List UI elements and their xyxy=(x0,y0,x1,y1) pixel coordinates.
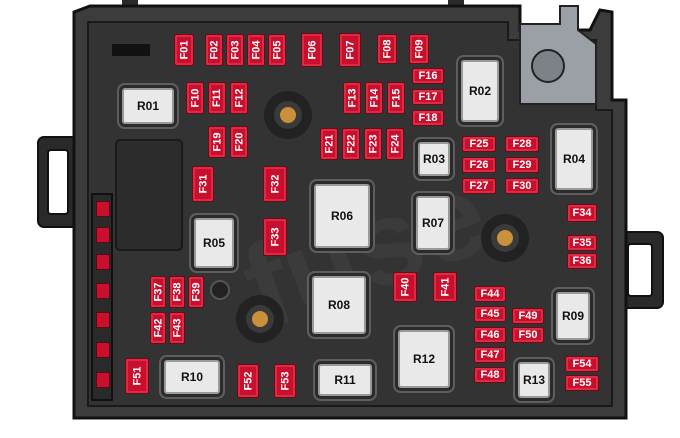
fuse-f31: F31 xyxy=(192,166,214,202)
relay-r12: R12 xyxy=(398,330,450,388)
relay-r03: R03 xyxy=(418,142,450,176)
fuse-f27: F27 xyxy=(462,178,496,194)
fuse-f07: F07 xyxy=(339,33,361,67)
fuse-f18: F18 xyxy=(412,110,444,126)
fuse-f24: F24 xyxy=(386,128,404,160)
fuse-f04: F04 xyxy=(247,34,265,66)
spare-fuse xyxy=(96,312,110,328)
fuse-f30: F30 xyxy=(505,178,539,194)
fuse-f08: F08 xyxy=(377,34,397,64)
fuse-f01: F01 xyxy=(174,34,194,66)
spare-fuse xyxy=(96,283,110,299)
fuse-f33: F33 xyxy=(263,218,287,256)
fuse-f54: F54 xyxy=(565,356,599,372)
fuse-f41: F41 xyxy=(433,272,457,302)
stud xyxy=(210,91,529,343)
fuse-f51: F51 xyxy=(125,358,149,394)
fuse-f19: F19 xyxy=(208,126,226,158)
fuse-f53: F53 xyxy=(274,364,296,398)
fuse-f38: F38 xyxy=(169,276,185,308)
relay-r10: R10 xyxy=(164,360,220,394)
fuse-f22: F22 xyxy=(342,128,360,160)
relay-r09: R09 xyxy=(556,292,590,340)
fuse-f36: F36 xyxy=(567,253,597,269)
fuse-f47: F47 xyxy=(474,347,506,363)
relay-r11: R11 xyxy=(318,364,372,396)
fuse-f15: F15 xyxy=(387,82,405,114)
fuse-f46: F46 xyxy=(474,327,506,343)
fuse-f49: F49 xyxy=(512,308,544,324)
fuse-f17: F17 xyxy=(412,89,444,105)
fuse-f09: F09 xyxy=(409,34,429,64)
fuse-f03: F03 xyxy=(226,34,244,66)
fuse-f21: F21 xyxy=(320,128,338,160)
spare-fuse xyxy=(96,254,110,270)
relay-r08: R08 xyxy=(312,276,366,334)
fuse-f44: F44 xyxy=(474,286,506,302)
spare-fuse xyxy=(96,372,110,388)
fuse-f28: F28 xyxy=(505,136,539,152)
relay-r13: R13 xyxy=(518,362,550,398)
relay-r05: R05 xyxy=(194,218,234,268)
fuse-f12: F12 xyxy=(230,82,248,114)
fuse-f42: F42 xyxy=(150,312,166,344)
spare-fuse xyxy=(96,227,110,243)
fuse-f25: F25 xyxy=(462,136,496,152)
fuse-f14: F14 xyxy=(365,82,383,114)
fuse-f16: F16 xyxy=(412,68,444,84)
fuse-f37: F37 xyxy=(150,276,166,308)
relay-r04: R04 xyxy=(555,128,593,190)
fuse-f23: F23 xyxy=(364,128,382,160)
fuse-f05: F05 xyxy=(268,34,286,66)
relay-r01: R01 xyxy=(122,88,174,124)
fuse-f45: F45 xyxy=(474,306,506,322)
fuse-f35: F35 xyxy=(567,235,597,251)
fuse-f34: F34 xyxy=(567,204,597,222)
fuse-f26: F26 xyxy=(462,157,496,173)
fuse-f02: F02 xyxy=(205,34,223,66)
relay-r02: R02 xyxy=(461,60,499,122)
fuse-f20: F20 xyxy=(230,126,248,158)
fuse-f52: F52 xyxy=(237,364,259,398)
spare-fuse xyxy=(96,201,110,217)
fuse-f40: F40 xyxy=(393,272,417,302)
fuse-f48: F48 xyxy=(474,367,506,383)
fuse-f43: F43 xyxy=(169,312,185,344)
relay-r06: R06 xyxy=(314,184,370,248)
fuse-f10: F10 xyxy=(186,82,204,114)
fuse-f11: F11 xyxy=(208,82,226,114)
spare-fuse xyxy=(96,342,110,358)
fuse-f06: F06 xyxy=(301,33,323,67)
fuse-f50: F50 xyxy=(512,327,544,343)
fuse-f39: F39 xyxy=(188,276,204,308)
fuse-f32: F32 xyxy=(263,166,287,202)
relay-r07: R07 xyxy=(416,196,450,250)
fuse-f29: F29 xyxy=(505,157,539,173)
fuse-f55: F55 xyxy=(565,375,599,391)
fuse-f13: F13 xyxy=(343,82,361,114)
